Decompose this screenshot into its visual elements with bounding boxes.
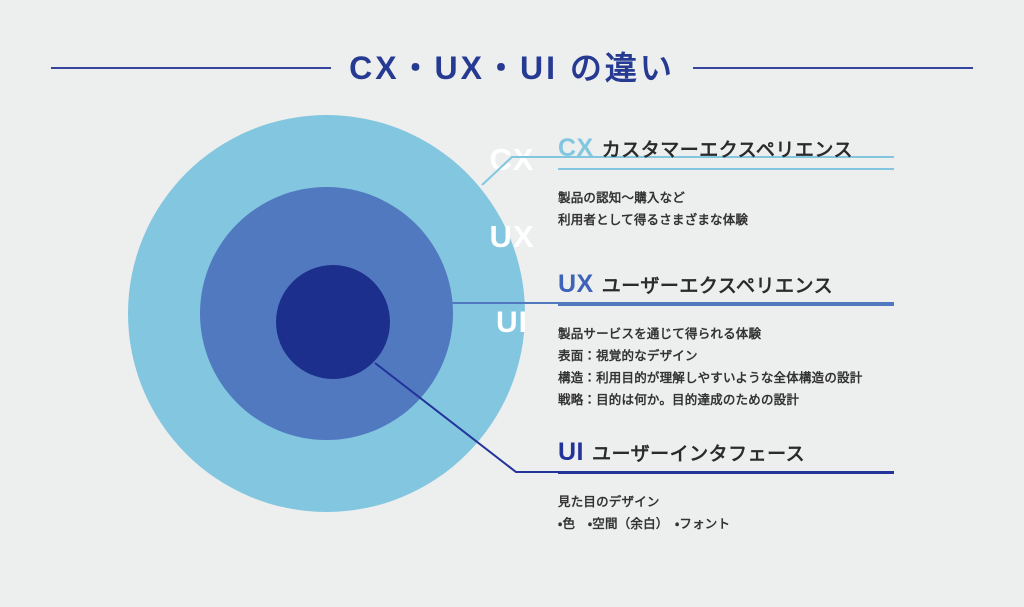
cx-info-block: CX カスタマーエクスペリエンス 製品の認知〜購入など 利用者として得るさまざま… [558, 136, 894, 231]
ux-body-line: 戦略：目的は何か。目的達成のための設計 [558, 393, 800, 407]
ui-abbr: UI [558, 438, 584, 466]
ux-circle-label: UX [489, 219, 535, 254]
ui-body: 見た目のデザイン ・色 ・空間（余白） ・フォント [558, 491, 894, 535]
cx-title: カスタマーエクスペリエンス [601, 140, 853, 161]
ux-body-line: 表面：視覚的なデザイン [558, 349, 698, 363]
ui-info-block: UI ユーザーインタフェース 見た目のデザイン ・色 ・空間（余白） ・フォント [558, 440, 894, 535]
cx-heading: CX カスタマーエクスペリエンス [558, 136, 894, 168]
ui-circle-label: UI [496, 306, 528, 339]
cx-body-line: 利用者として得るさまざまな体験 [558, 213, 749, 227]
ui-heading-rule [558, 472, 894, 474]
page-header: CX・UX・UI の違い [0, 44, 1024, 92]
cx-body-line: 製品の認知〜購入など [558, 191, 686, 205]
ux-title: ユーザーエクスペリエンス [601, 276, 834, 297]
ux-heading: UX ユーザーエクスペリエンス [558, 272, 894, 304]
page-title: CX・UX・UI の違い [349, 50, 675, 86]
ux-body-line: 製品サービスを通じて得られる体験 [558, 327, 762, 341]
title-rule-left [51, 67, 332, 69]
cx-body: 製品の認知〜購入など 利用者として得るさまざまな体験 [558, 187, 894, 231]
cx-abbr: CX [558, 134, 594, 162]
ui-circle [276, 265, 390, 379]
ui-body-line: 見た目のデザイン [558, 495, 660, 509]
title-rule-right [692, 67, 973, 69]
ui-body-line: ・色 ・空間（余白） ・フォント [558, 517, 731, 531]
ux-body-line: 構造：利用目的が理解しやすいような全体構造の設計 [558, 371, 863, 385]
cx-heading-rule [558, 168, 894, 170]
ui-title: ユーザーインタフェース [592, 444, 806, 465]
ui-heading: UI ユーザーインタフェース [558, 440, 894, 472]
ux-info-block: UX ユーザーエクスペリエンス 製品サービスを通じて得られる体験 表面：視覚的な… [558, 272, 894, 411]
ux-heading-rule [558, 304, 894, 306]
ux-body: 製品サービスを通じて得られる体験 表面：視覚的なデザイン 構造：利用目的が理解し… [558, 323, 894, 411]
ux-abbr: UX [558, 270, 594, 298]
